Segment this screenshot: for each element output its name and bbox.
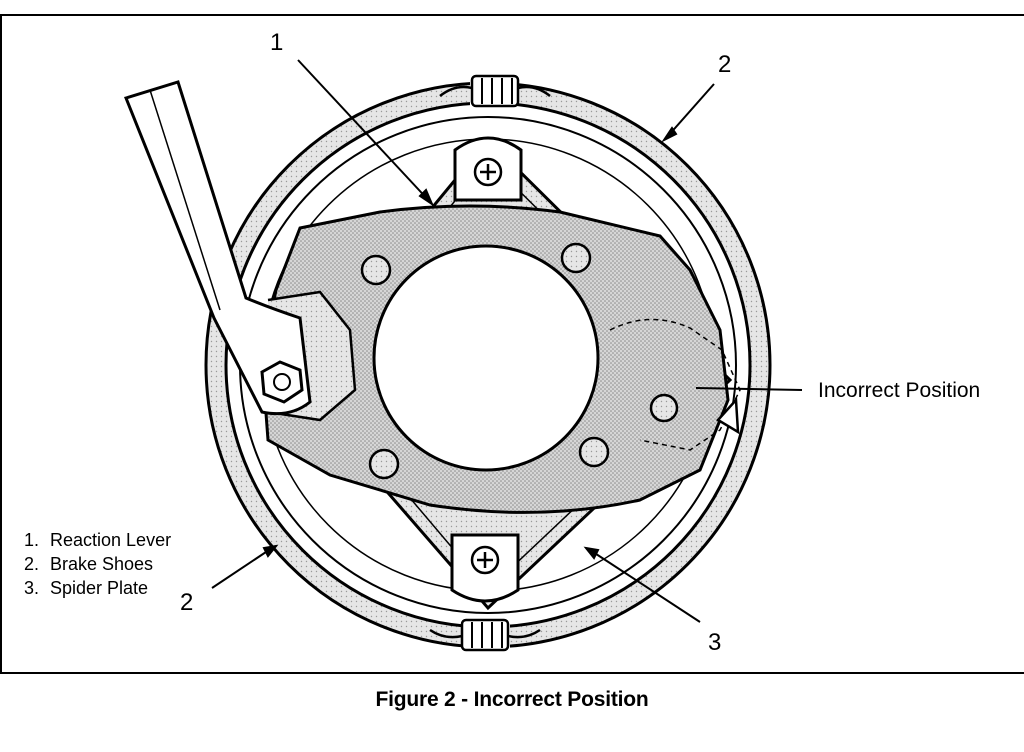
anchor-bottom (450, 533, 520, 603)
legend: 1. Reaction Lever 2. Brake Shoes 3. Spider … (24, 528, 171, 600)
callout-reaction-lever: 1 (270, 29, 283, 56)
legend-number: 1. (24, 530, 40, 550)
leader-lines (211, 59, 803, 623)
legend-item: 3. Spider Plate (24, 576, 171, 600)
legend-label: Spider Plate (50, 578, 149, 598)
wedge-marker (716, 396, 740, 435)
legend-number: 3. (24, 578, 40, 598)
callout-brake-shoes-bottom: 2 (180, 589, 193, 616)
backing-plate (260, 204, 741, 514)
reaction-lever (124, 80, 312, 416)
figure-caption: Figure 2 - Incorrect Position (375, 688, 649, 711)
legend-label: Brake Shoes (50, 554, 154, 574)
anchor-top (453, 136, 523, 202)
figure-frame (0, 14, 1024, 674)
adjuster-spring-top (439, 74, 551, 108)
callout-spider-plate: 3 (708, 629, 721, 656)
incorrect-position-label: Incorrect Position (818, 379, 980, 402)
legend-number: 2. (24, 554, 40, 574)
legend-label: Reaction Lever (50, 530, 172, 550)
legend-item: 2. Brake Shoes (24, 552, 171, 576)
adjuster-spring-bottom (429, 618, 541, 652)
callout-brake-shoes-top: 2 (718, 51, 731, 78)
legend-item: 1. Reaction Lever (24, 528, 171, 552)
